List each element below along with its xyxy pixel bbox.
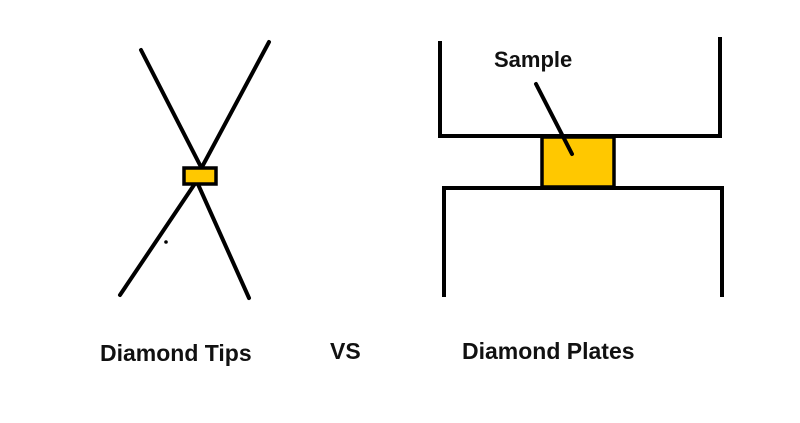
vs-label: VS — [330, 338, 361, 364]
diamond-tips-caption: Diamond Tips — [100, 340, 252, 366]
lower-left-anvil-line — [118, 180, 198, 297]
sample-pointer-line — [534, 82, 574, 156]
upper-left-anvil-line — [139, 48, 203, 169]
sample-label: Sample — [494, 47, 573, 72]
lower-plate — [442, 186, 724, 297]
stray-dot — [164, 240, 168, 244]
diamond-plates-illustration — [438, 37, 724, 297]
upper-plate — [438, 37, 722, 138]
diamond-tips-illustration — [118, 40, 271, 300]
tip-sample — [182, 166, 218, 186]
plate-sample — [540, 135, 616, 189]
lower-right-anvil-line — [195, 180, 251, 300]
diamond-plates-caption: Diamond Plates — [462, 338, 635, 364]
upper-right-anvil-line — [200, 40, 271, 169]
